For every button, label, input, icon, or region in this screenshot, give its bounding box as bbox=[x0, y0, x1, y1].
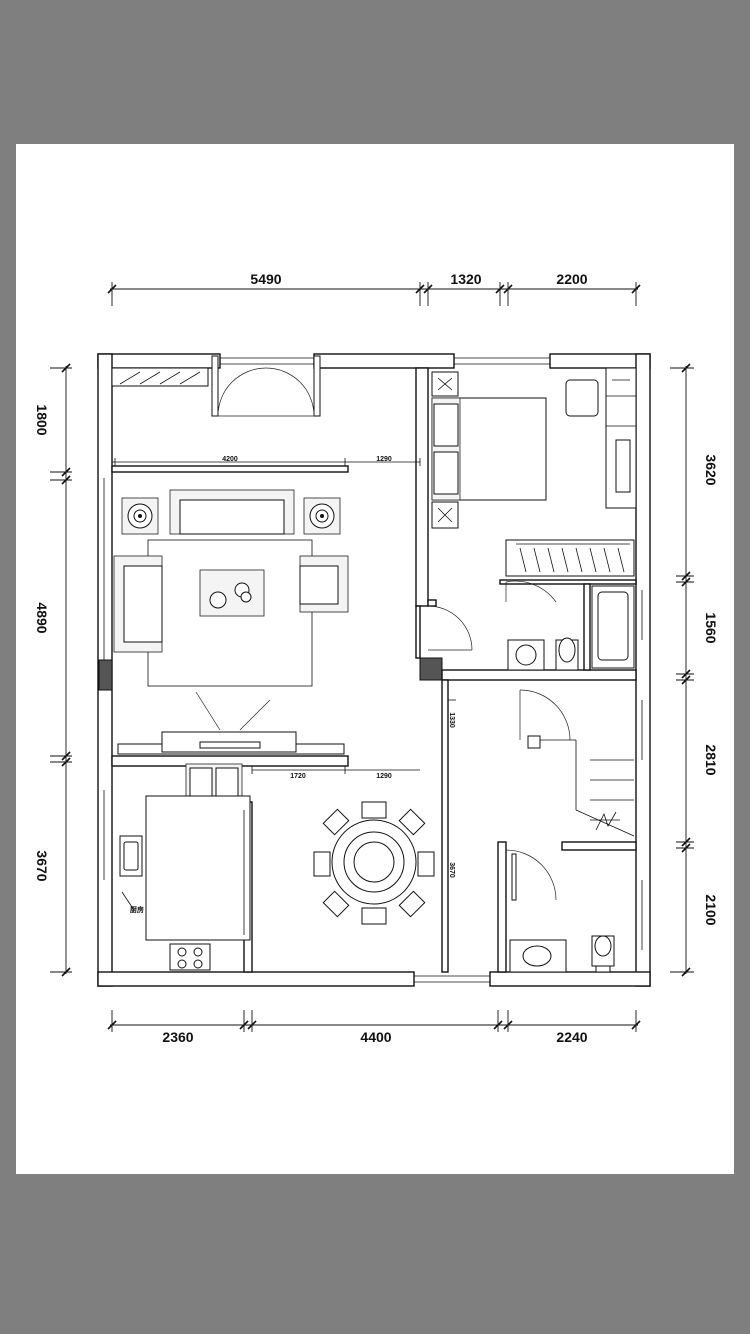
dim-living-a: 4200 bbox=[222, 456, 238, 463]
lamp-icon bbox=[303, 497, 341, 535]
bedroom bbox=[431, 367, 637, 577]
dim-left-1: 1800 bbox=[34, 404, 50, 435]
dim-top-1: 5490 bbox=[250, 271, 281, 287]
dim-top-2: 1320 bbox=[450, 271, 481, 287]
dim-dining-v: 3670 bbox=[448, 862, 455, 878]
lamp-icon bbox=[121, 497, 159, 535]
doors bbox=[211, 355, 571, 901]
ensuite-bath bbox=[507, 585, 635, 671]
dim-right-2: 1560 bbox=[703, 612, 719, 643]
dim-bottom-3: 2240 bbox=[556, 1029, 587, 1045]
dim-dining-b: 1290 bbox=[376, 773, 392, 780]
stairs: 1330 3670 bbox=[448, 699, 635, 878]
dim-left-3: 3670 bbox=[34, 850, 50, 881]
second-bath bbox=[509, 935, 615, 973]
dim-corridor-v: 1330 bbox=[448, 712, 455, 728]
exterior-walls bbox=[97, 353, 651, 987]
kitchen: 厨房 bbox=[119, 763, 251, 971]
dim-right-4: 2100 bbox=[703, 894, 719, 925]
dim-right-3: 2810 bbox=[703, 744, 719, 775]
dim-dining-a: 1720 bbox=[290, 773, 306, 780]
dim-living-b: 1290 bbox=[376, 456, 392, 463]
entry-cabinet bbox=[111, 367, 209, 387]
dim-right-1: 3620 bbox=[703, 454, 719, 485]
dim-left-2: 4890 bbox=[34, 602, 50, 633]
dim-top-3: 2200 bbox=[556, 271, 587, 287]
kitchen-label: 厨房 bbox=[130, 905, 144, 914]
living-room: 4200 1290 bbox=[112, 456, 421, 755]
dimension-lines bbox=[50, 282, 694, 1032]
dim-bottom-1: 2360 bbox=[162, 1029, 193, 1045]
dim-bottom-2: 4400 bbox=[360, 1029, 391, 1045]
dining-room: 1720 1290 bbox=[251, 766, 435, 925]
